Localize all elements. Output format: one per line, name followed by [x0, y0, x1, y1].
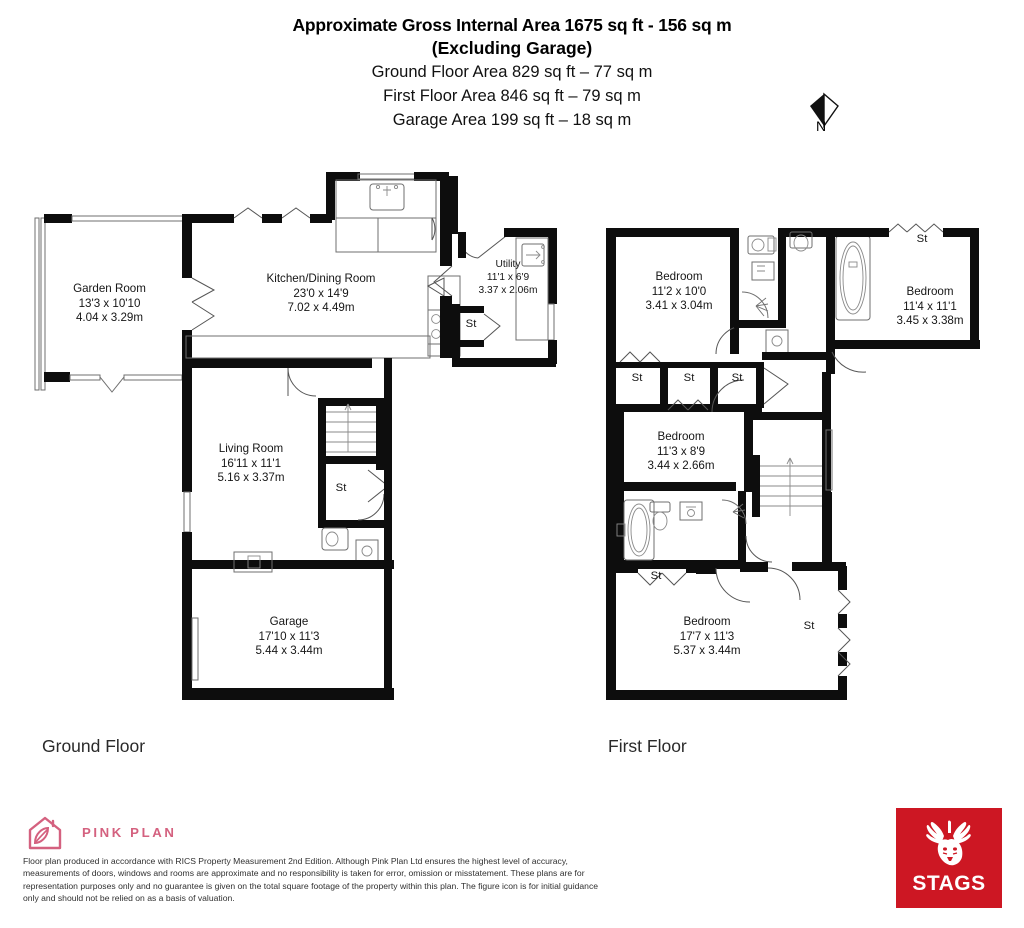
room-label-kitchen-dining-room: Kitchen/Dining Room 23'0 x 14'9 7.02 x 4…	[266, 272, 376, 314]
disclaimer-text: Floor plan produced in accordance with R…	[23, 856, 599, 903]
bath-icon	[835, 235, 871, 321]
pink-plan-house-icon	[28, 816, 62, 850]
garage-area-text: Garage Area 199 sq ft – 18 sq m	[392, 111, 632, 129]
storage-label-bedroom-4-right: St	[803, 620, 815, 632]
lower-bathroom	[616, 491, 773, 569]
kitchen-sink-icon	[369, 183, 405, 211]
room-label-bedroom-3: Bedroom 11'3 x 8'9 3.44 x 2.66m	[647, 430, 715, 472]
wc-icon	[321, 527, 349, 551]
compass-north-label: N	[816, 118, 827, 134]
room-label-garage: Garage 17'10 x 11'3 5.44 x 3.44m	[255, 615, 323, 657]
basin-icon	[751, 261, 775, 281]
basin-icon	[765, 329, 789, 357]
storage-label-utility: St	[465, 318, 477, 330]
stags-wordmark: STAGS	[912, 872, 986, 895]
floor-caption-first: First Floor	[608, 736, 687, 756]
garden-room-kitchen-divider	[182, 214, 216, 362]
wc-icon	[747, 235, 775, 255]
shower-icon	[721, 499, 747, 525]
north-arrow-icon	[810, 92, 839, 129]
bath-icon	[623, 499, 655, 561]
wc-icon	[789, 231, 813, 249]
floor-caption-ground: Ground Floor	[42, 736, 146, 756]
staircase-icon	[752, 455, 822, 517]
storage-label-landing-3: St	[731, 372, 743, 384]
ground-right-wall	[384, 358, 392, 700]
storage-label-hall: St	[335, 482, 347, 494]
top-bathroom	[734, 228, 786, 328]
kitchen-top-walls	[186, 172, 458, 234]
stag-head-icon	[926, 820, 971, 866]
room-label-garden-room: Garden Room 13'3 x 10'10 4.04 x 3.29m	[73, 282, 146, 324]
kitchen-counters	[185, 179, 461, 359]
first-floor-area-text: First Floor Area 846 sq ft – 79 sq m	[383, 87, 641, 105]
utility-room	[452, 228, 557, 367]
room-label-utility: Utility 11'1 x 6'9 3.37 x 2.06m	[478, 259, 538, 296]
header: Approximate Gross Internal Area 1675 sq …	[0, 14, 1024, 132]
ground-floor-area-text: Ground Floor Area 829 sq ft – 77 sq m	[371, 63, 653, 81]
room-label-bedroom-4: Bedroom 17'7 x 11'3 5.37 x 3.44m	[673, 615, 741, 657]
staircase-icon	[326, 403, 376, 453]
pink-plan-logo: PINK PLAN	[24, 812, 194, 856]
wc-icon	[649, 501, 671, 513]
storage-label-landing-2: St	[683, 372, 695, 384]
page-title: Approximate Gross Internal Area 1675 sq …	[292, 15, 732, 35]
pink-plan-wordmark: PINK PLAN	[82, 825, 177, 840]
room-label-bedroom-1: Bedroom 11'2 x 10'0 3.41 x 3.04m	[645, 270, 713, 312]
compass: N	[802, 92, 850, 144]
garage-window-icon	[233, 551, 273, 573]
basin-icon	[355, 539, 379, 563]
storage-label-landing-1: St	[631, 372, 643, 384]
room-label-living-room: Living Room 16'11 x 11'1 5.16 x 3.37m	[217, 442, 285, 484]
storage-label-bedroom-4-left: St	[650, 570, 662, 582]
top-bath-room	[765, 228, 871, 357]
room-label-bedroom-2: Bedroom 11'4 x 11'1 3.45 x 3.38m	[896, 285, 964, 327]
stags-logo: STAGS	[896, 808, 1002, 908]
storage-label-bedroom-2: St	[916, 233, 928, 245]
first-right-lower-wall	[822, 492, 832, 570]
basin-icon	[679, 501, 703, 521]
shower-icon	[741, 291, 769, 319]
page-subtitle: (Excluding Garage)	[431, 38, 593, 58]
